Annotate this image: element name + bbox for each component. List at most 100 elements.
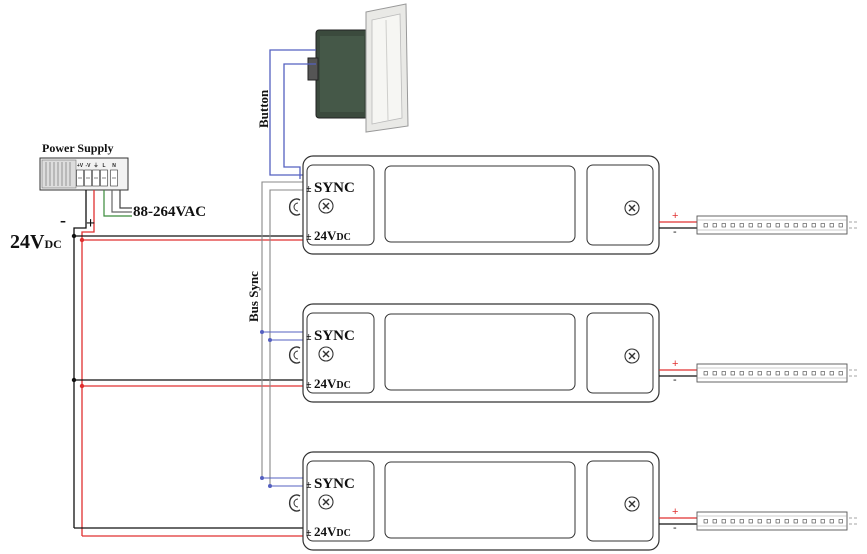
mounting-clip-inner [293, 498, 299, 508]
led-chip [775, 519, 780, 524]
mounting-clip [288, 494, 301, 512]
led-chip [712, 371, 717, 376]
led-chip [820, 519, 825, 524]
output-minus-sign: - [673, 522, 677, 534]
led-chip [739, 519, 744, 524]
led-chip [757, 519, 762, 524]
led-chip [811, 223, 816, 228]
led-chip [784, 223, 789, 228]
ac-input-label: 88-264VAC [133, 204, 206, 220]
controller-terminal-block [306, 312, 375, 394]
dc-minus-sign: - [60, 210, 66, 230]
led-chip [757, 371, 762, 376]
controller-1: ±SYNC±24VDC+- [288, 155, 859, 255]
output-plus-sign: + [672, 210, 678, 222]
led-chip [784, 371, 789, 376]
led-chip [766, 519, 771, 524]
sync-terminal-label: SYNC [314, 476, 355, 492]
led-chip [838, 371, 843, 376]
led-chip [730, 223, 735, 228]
controller-terminal-block [306, 164, 375, 246]
led-strip [696, 363, 859, 383]
led-chip [775, 371, 780, 376]
led-chip [838, 223, 843, 228]
led-chip [829, 519, 834, 524]
controller-window [384, 165, 576, 243]
screw-icon [624, 200, 640, 216]
led-chip [739, 371, 744, 376]
led-chip [784, 519, 789, 524]
power-terminal-label: 24VDC [314, 228, 351, 243]
sync-polarity: ± [306, 480, 312, 491]
power-supply-title: Power Supply [42, 141, 113, 155]
led-chip [829, 371, 834, 376]
led-chip [730, 519, 735, 524]
controller-output-block [586, 460, 654, 542]
output-plus-sign: + [672, 506, 678, 518]
led-chip [802, 519, 807, 524]
dc-plus-sign: + [86, 215, 95, 232]
sync-polarity: ± [306, 332, 312, 343]
screw-icon [624, 496, 640, 512]
terminal-label: ⏚ [93, 162, 98, 169]
led-strip [696, 215, 859, 235]
controller-case [302, 451, 660, 551]
led-chip [775, 223, 780, 228]
terminal-label: +V [77, 163, 84, 169]
screw-icon [624, 348, 640, 364]
dc-bus-junctions [71, 233, 85, 389]
button-label: Button [256, 89, 271, 128]
wall-button-switch [307, 3, 409, 133]
led-chip [811, 519, 816, 524]
led-chip [721, 371, 726, 376]
sync-polarity: ± [306, 184, 312, 195]
led-chip [712, 519, 717, 524]
output-minus-sign: - [673, 226, 677, 238]
screw-icon [318, 198, 334, 214]
led-strip [696, 511, 859, 531]
power-terminal-label: 24VDC [314, 524, 351, 539]
power-polarity: ± [306, 528, 312, 539]
led-chip [820, 223, 825, 228]
led-chip [739, 223, 744, 228]
power-polarity: ± [306, 380, 312, 391]
controller-window [384, 461, 576, 539]
led-chip [820, 371, 825, 376]
led-chip [829, 223, 834, 228]
led-chip [712, 223, 717, 228]
controller-output-block [586, 164, 654, 246]
led-chip [793, 519, 798, 524]
led-chip [721, 223, 726, 228]
mounting-clip [288, 346, 301, 364]
screw-icon [318, 494, 334, 510]
bus-sync-junctions [260, 330, 272, 488]
led-chip [748, 223, 753, 228]
led-chip [703, 371, 708, 376]
controller-output-block [586, 312, 654, 394]
led-chip [730, 371, 735, 376]
led-chip [766, 371, 771, 376]
led-chip [703, 223, 708, 228]
sync-terminal-label: SYNC [314, 180, 355, 196]
terminal-label: L [102, 163, 105, 169]
led-chip [802, 223, 807, 228]
controller-case [302, 303, 660, 403]
terminal-label: N [112, 163, 116, 169]
controllers: ±SYNC±24VDC+-±SYNC±24VDC+-±SYNC±24VDC+- [288, 155, 859, 551]
led-chip [721, 519, 726, 524]
bus-sync-label: Bus Sync [246, 271, 261, 322]
led-chip [748, 519, 753, 524]
led-chip [703, 519, 708, 524]
sync-terminal-label: SYNC [314, 328, 355, 344]
bus-sync-wires [261, 181, 303, 487]
mounting-clip-inner [293, 202, 299, 212]
output-plus-sign: + [672, 358, 678, 370]
led-chip [748, 371, 753, 376]
power-polarity: ± [306, 232, 312, 243]
controller-case [302, 155, 660, 255]
led-chip [757, 223, 762, 228]
led-chip [802, 371, 807, 376]
